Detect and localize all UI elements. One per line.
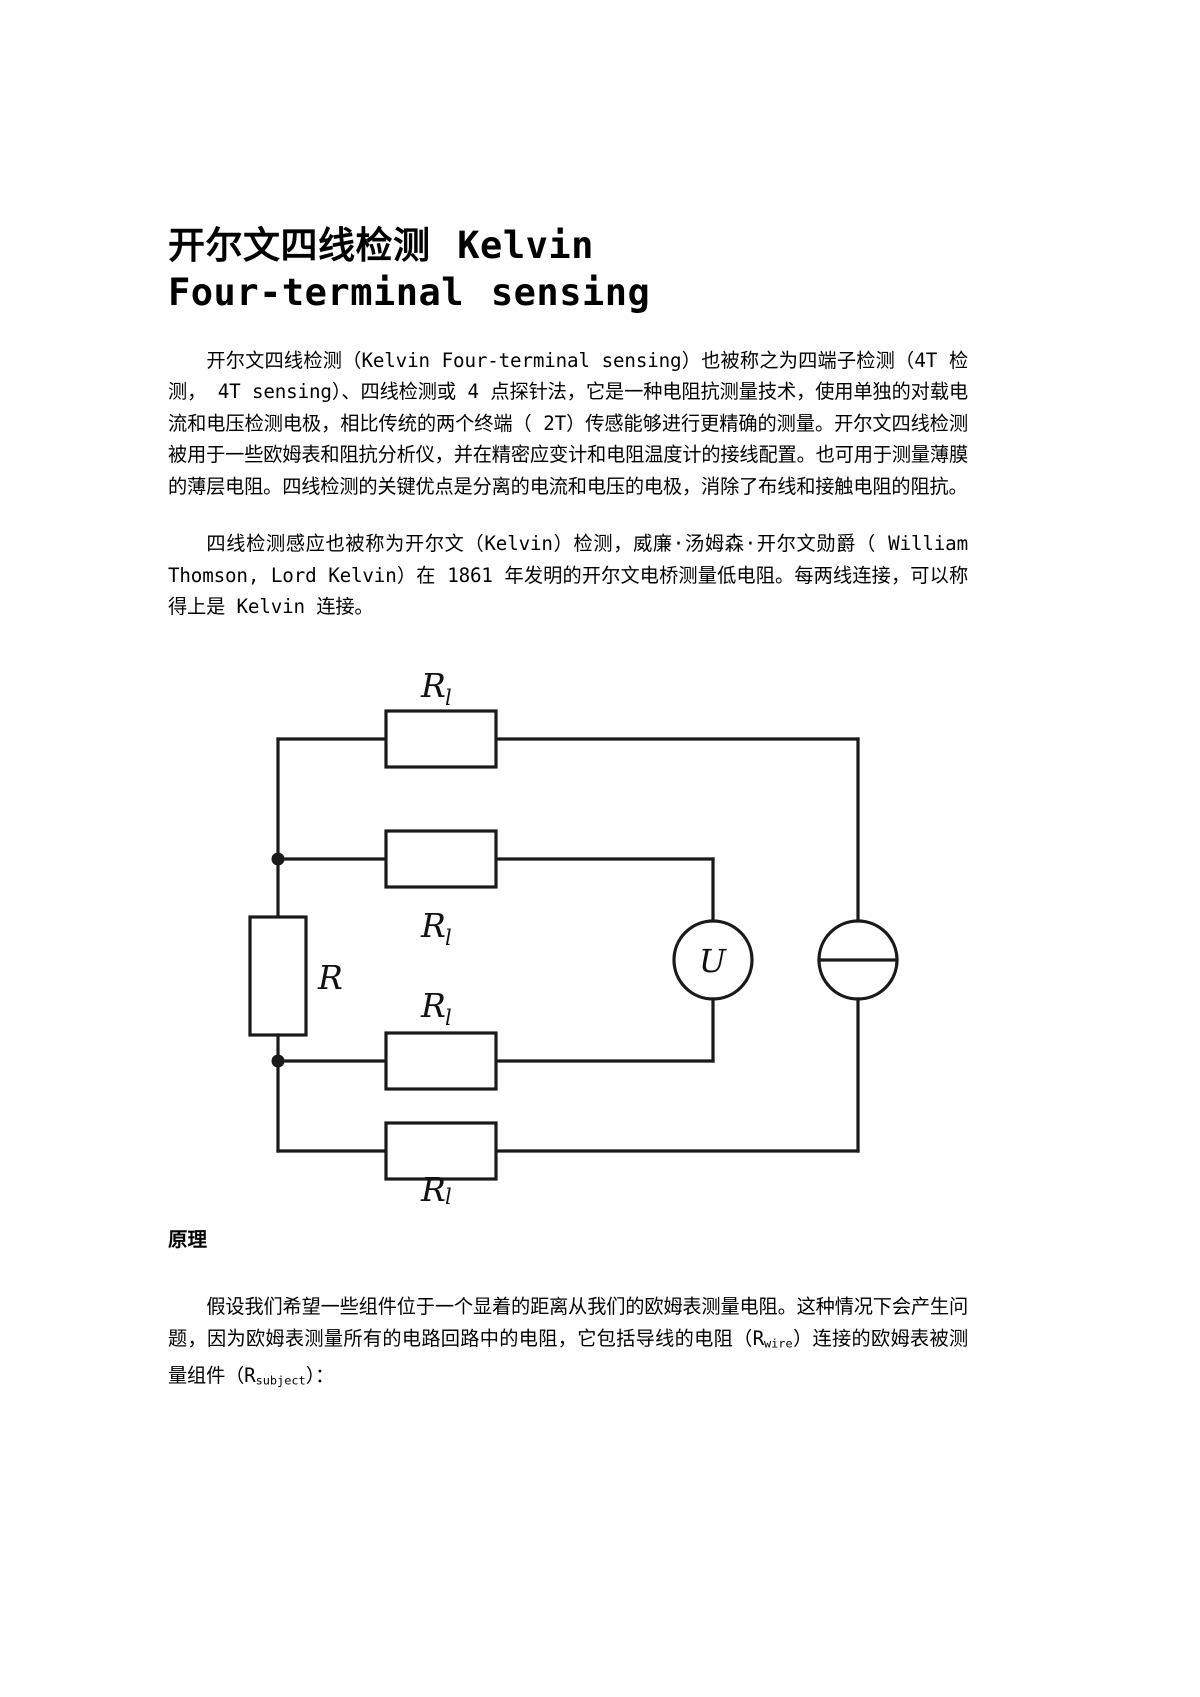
page-title-line-1: 开尔文四线检测 Kelvin: [168, 224, 594, 267]
figure-top-spacer: [168, 623, 968, 659]
label-resistor-lead-sense-upper-sub: l: [445, 926, 452, 950]
paragraph-principle-part1: 假设我们希望一些组件位于一个显着的距离从我们的欧姆表测量电阻。这种情况下会产生问…: [168, 1295, 968, 1350]
label-resistor-lead-bottom-sub: l: [445, 1185, 452, 1204]
junction-dot-lower: [271, 1054, 285, 1068]
paragraph-principle: 假设我们希望一些组件位于一个显着的距离从我们的欧姆表测量电阻。这种情况下会产生问…: [168, 1291, 968, 1397]
resistor-lead-top-body: [384, 709, 498, 769]
section-heading-principle: 原理: [168, 1227, 208, 1251]
resistor-under-test-body: [248, 915, 308, 1037]
document-content: 开尔文四线检测 Kelvin Four-terminal sensing 开尔文…: [168, 0, 968, 1397]
kelvin-four-terminal-circuit-svg: R l R l R l R l R U: [248, 666, 899, 1204]
page-title-line-2: Four-terminal sensing: [168, 271, 651, 315]
circuit-diagram-figure: R l R l R l R l R U: [168, 659, 968, 1204]
paragraph-introduction: 开尔文四线检测（Kelvin Four-terminal sensing）也被称…: [168, 348, 968, 498]
label-resistor-lead-sense-upper: R: [420, 906, 446, 945]
subscript-r-subject: subject: [255, 1373, 306, 1388]
label-resistor-lead-bottom: R: [420, 1170, 446, 1204]
label-resistor-lead-sense-lower: R: [420, 986, 446, 1025]
resistor-lead-bottom-body: [384, 1121, 498, 1181]
label-resistor-lead-top: R: [420, 666, 446, 705]
resistor-lead-sense-lower-body: [384, 1031, 498, 1091]
label-resistor-lead-sense-lower-sub: l: [445, 1006, 452, 1030]
resistor-lead-sense-upper-body: [384, 829, 498, 889]
paragraph-history: 四线检测感应也被称为开尔文（Kelvin）检测，威廉·汤姆森·开尔文勋爵（ Wi…: [168, 532, 968, 619]
subscript-r-wire: wire: [763, 1336, 793, 1351]
heading-bottom-spacer: [168, 1251, 968, 1291]
label-voltmeter: U: [699, 942, 727, 980]
label-resistor-under-test: R: [317, 958, 343, 997]
figure-bottom-spacer: [168, 1204, 968, 1228]
label-resistor-lead-top-sub: l: [445, 686, 452, 710]
paragraph-principle-part2: ）连接的欧姆表被测量组件（R: [168, 1326, 968, 1387]
paragraph-principle-part3: ）：: [305, 1363, 335, 1387]
junction-dot-upper: [271, 852, 285, 866]
page-title: 开尔文四线检测 Kelvin Four-terminal sensing: [168, 0, 968, 317]
